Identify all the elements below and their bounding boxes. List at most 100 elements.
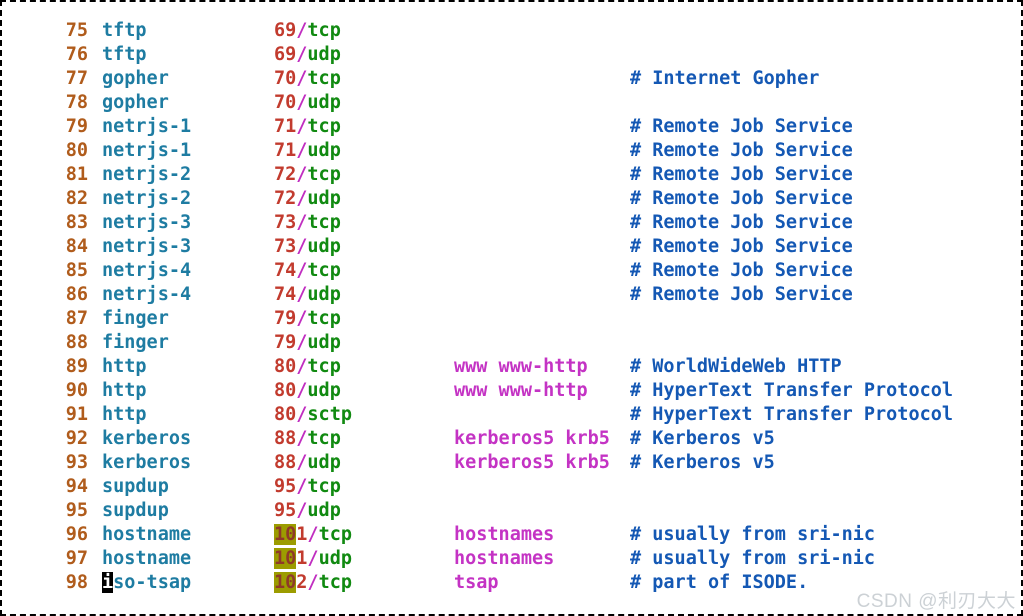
line-number: 82 xyxy=(65,188,88,209)
service-alias: hostnames xyxy=(454,524,555,545)
port-field: 95/tcp xyxy=(274,475,341,499)
comment-text: # HyperText Transfer Protocol xyxy=(630,380,954,401)
service-name: netrjs-4 xyxy=(102,260,192,281)
comment-text: # usually from sri-nic xyxy=(630,524,876,545)
port-separator: / xyxy=(296,212,308,233)
port-separator: / xyxy=(307,524,319,545)
port-number: 88 xyxy=(274,452,297,473)
line-number: 80 xyxy=(65,140,88,161)
line-number: 85 xyxy=(65,260,88,281)
protocol-name: udp xyxy=(307,188,341,209)
protocol-name: udp xyxy=(307,332,341,353)
line-number: 98 xyxy=(65,572,88,593)
line-number: 75 xyxy=(65,20,88,41)
service-name: supdup xyxy=(102,500,169,521)
protocol-name: tcp xyxy=(307,356,341,377)
port-field: 71/udp xyxy=(274,139,341,163)
comment-text: # WorldWideWeb HTTP xyxy=(630,356,842,377)
line-number: 81 xyxy=(65,164,88,185)
service-alias: tsap xyxy=(454,572,499,593)
port-field: 102/tcp xyxy=(274,571,352,595)
port-number: 80 xyxy=(274,404,297,425)
port-number: 79 xyxy=(274,332,297,353)
port-separator: / xyxy=(296,452,308,473)
comment-text: # Kerberos v5 xyxy=(630,428,775,449)
port-number: 72 xyxy=(274,188,297,209)
service-name: http xyxy=(102,356,147,377)
port-number: 69 xyxy=(274,20,297,41)
comment-text: # Remote Job Service xyxy=(630,212,853,233)
port-field: 74/udp xyxy=(274,283,341,307)
protocol-name: sctp xyxy=(307,404,352,425)
protocol-name: tcp xyxy=(307,308,341,329)
port-field: 79/tcp xyxy=(274,307,341,331)
port-number: 80 xyxy=(274,380,297,401)
port-separator: / xyxy=(296,476,308,497)
protocol-name: tcp xyxy=(307,116,341,137)
line-number: 76 xyxy=(65,44,88,65)
line-number: 93 xyxy=(65,452,88,473)
service-name: netrjs-3 xyxy=(102,212,192,233)
protocol-name: udp xyxy=(307,500,341,521)
line-number: 91 xyxy=(65,404,88,425)
port-separator: / xyxy=(296,236,308,257)
protocol-name: udp xyxy=(307,452,341,473)
port-separator: / xyxy=(296,44,308,65)
protocol-name: udp xyxy=(318,548,352,569)
port-number: 73 xyxy=(274,212,297,233)
port-number: 70 xyxy=(274,68,297,89)
port-field: 72/tcp xyxy=(274,163,341,187)
comment-text: # HyperText Transfer Protocol xyxy=(630,404,954,425)
protocol-name: udp xyxy=(307,284,341,305)
comment-text: # Remote Job Service xyxy=(630,260,853,281)
line-number: 97 xyxy=(65,548,88,569)
service-name: netrjs-3 xyxy=(102,236,192,257)
port-field: 80/udp xyxy=(274,379,341,403)
port-number: 72 xyxy=(274,164,297,185)
protocol-name: tcp xyxy=(307,428,341,449)
comment-text: # Remote Job Service xyxy=(630,188,853,209)
port-number: 71 xyxy=(274,140,297,161)
cursor-block: i xyxy=(102,572,114,593)
protocol-name: udp xyxy=(307,92,341,113)
line-number: 96 xyxy=(65,524,88,545)
service-name: finger xyxy=(102,308,169,329)
port-field: 79/udp xyxy=(274,331,341,355)
protocol-name: tcp xyxy=(307,164,341,185)
line-number: 86 xyxy=(65,284,88,305)
port-field: 69/tcp xyxy=(274,19,341,43)
port-number: 1 xyxy=(296,524,308,545)
protocol-name: tcp xyxy=(307,212,341,233)
line-number: 94 xyxy=(65,476,88,497)
comment-text: # Remote Job Service xyxy=(630,164,853,185)
port-separator: / xyxy=(296,380,308,401)
line-number: 78 xyxy=(65,92,88,113)
port-separator: / xyxy=(296,308,308,329)
service-name: http xyxy=(102,404,147,425)
port-number: 69 xyxy=(274,44,297,65)
protocol-name: tcp xyxy=(307,68,341,89)
port-number: 74 xyxy=(274,284,297,305)
port-field: 101/udp xyxy=(274,547,352,571)
service-name: hostname xyxy=(102,548,192,569)
port-number: 74 xyxy=(274,260,297,281)
service-name: gopher xyxy=(102,92,169,113)
service-alias: hostnames xyxy=(454,548,555,569)
port-separator: / xyxy=(296,428,308,449)
line-number: 92 xyxy=(65,428,88,449)
port-number: 71 xyxy=(274,116,297,137)
service-alias: kerberos5 krb5 xyxy=(454,428,610,449)
